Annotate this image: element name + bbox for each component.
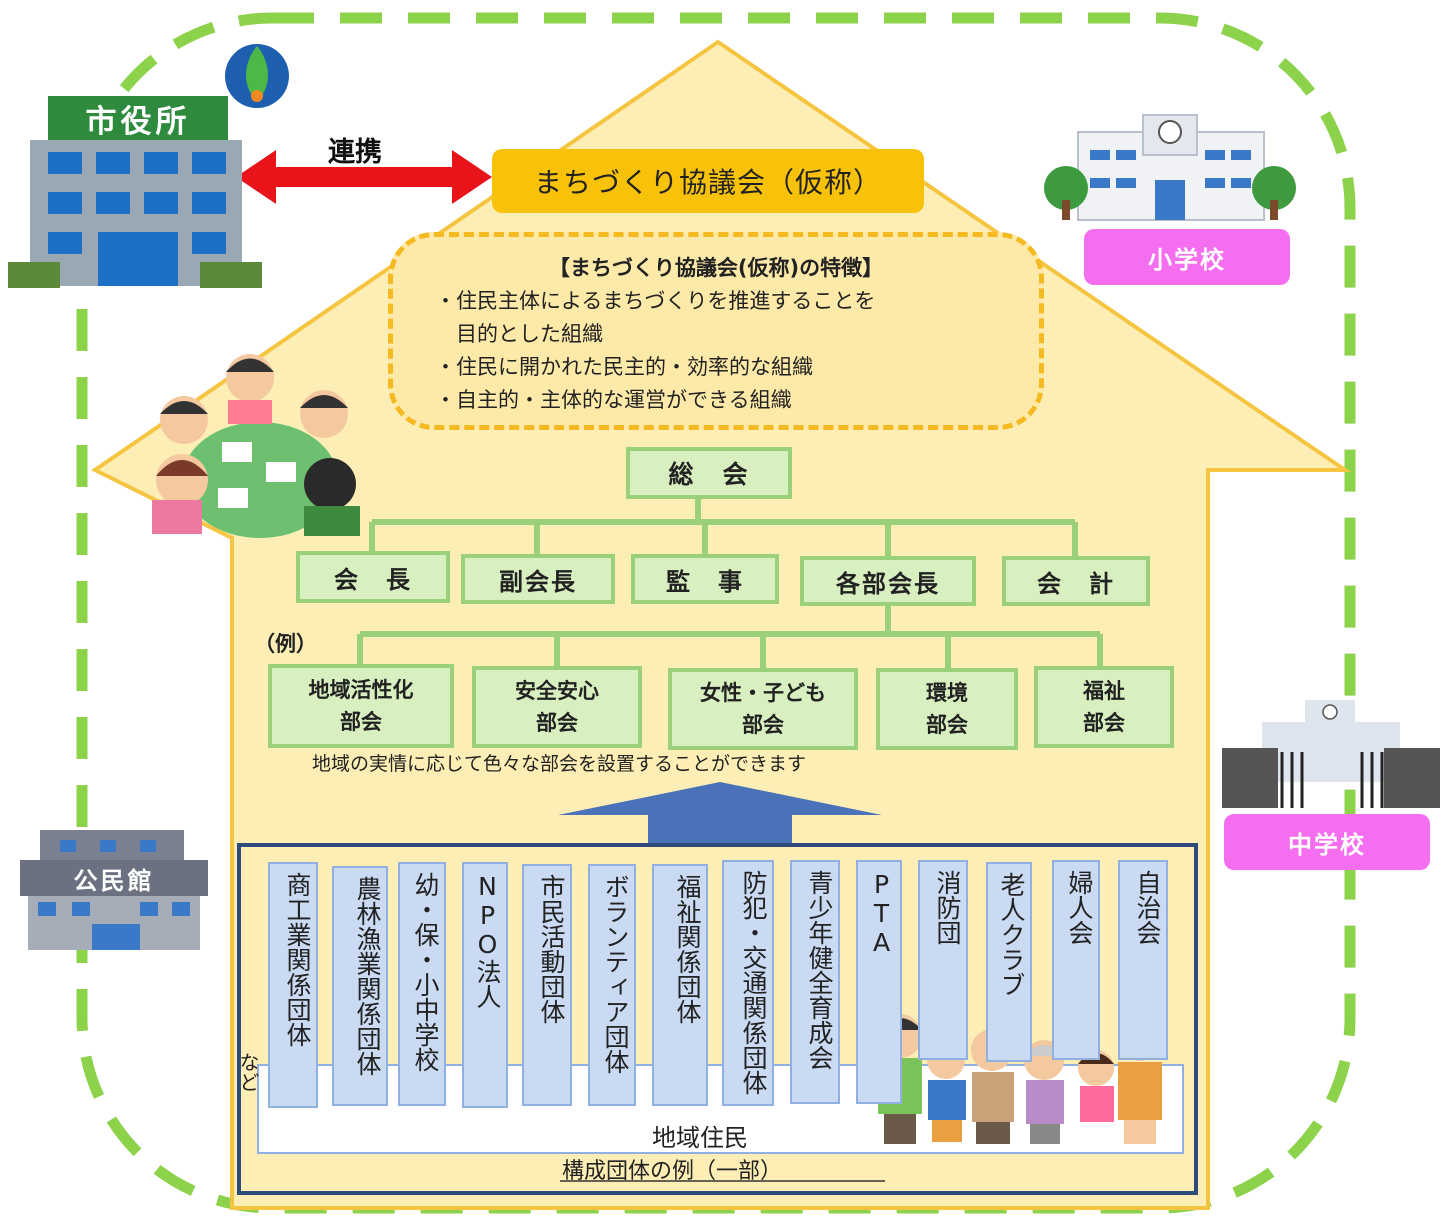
city-emblem-icon	[225, 44, 289, 108]
city-hall-illustration	[8, 96, 262, 288]
committee-box-welfare: 福祉 部会	[1034, 666, 1174, 748]
member-group-column: PTA	[856, 860, 902, 1104]
feature-item: ・自主的・主体的な運営ができる組織	[435, 388, 792, 412]
committee-box-regional-revitalization: 地域活性化 部会	[268, 664, 454, 748]
feature-item: 目的とした組織	[435, 322, 603, 346]
committee-box-environment: 環境 部会	[876, 668, 1018, 750]
meeting-people-illustration	[152, 354, 360, 538]
community-center-illustration	[20, 830, 208, 950]
officer-box-treasurer: 会 計	[1002, 556, 1150, 606]
committee-name: 女性・子ども	[700, 681, 826, 705]
member-group-column: 自治会	[1118, 860, 1168, 1060]
member-group-column: 福祉関係団体	[652, 864, 708, 1106]
features-box: 【まちづくり協議会(仮称)の特徴】 ・住民主体によるまちづくりを推進することを …	[388, 232, 1044, 430]
city-hall-sign: 市役所	[85, 103, 191, 140]
member-group-column: 青少年健全育成会	[790, 860, 840, 1104]
member-group-column: 市民活動団体	[522, 864, 572, 1106]
up-arrow-icon	[558, 782, 882, 845]
committee-suffix: 部会	[926, 713, 968, 737]
org-connectors	[357, 497, 1103, 670]
member-group-column: 消防団	[918, 860, 968, 1060]
committee-suffix: 部会	[1083, 711, 1125, 735]
nado-label: など	[236, 1052, 260, 1092]
junior-high-school-label: 中学校	[1224, 814, 1430, 870]
member-group-column: 婦人会	[1052, 860, 1100, 1060]
member-group-column: ボランティア団体	[588, 864, 636, 1106]
committee-name: 地域活性化	[308, 678, 414, 702]
general-meeting-box: 総 会	[626, 447, 792, 499]
committee-suffix: 部会	[536, 711, 578, 735]
renkei-label: 連携	[328, 137, 382, 168]
residents-label: 地域住民	[652, 1124, 748, 1152]
committee-box-safety: 安全安心 部会	[472, 666, 642, 748]
members-caption: 構成団体の例（一部）	[562, 1159, 783, 1184]
member-group-column: 商工業関係団体	[268, 862, 318, 1108]
example-label: （例）	[254, 632, 317, 656]
committee-name: 安全安心	[515, 679, 599, 703]
officer-box-committee-chairs: 各部会長	[800, 556, 976, 606]
junior-high-school-illustration	[1222, 700, 1440, 808]
community-center-sign: 公民館	[73, 866, 155, 895]
committee-name: 環境	[926, 681, 968, 705]
member-group-column: 幼・保・小中学校	[398, 862, 446, 1106]
member-group-column: 防犯・交通関係団体	[722, 860, 774, 1106]
elementary-school-illustration	[1044, 114, 1296, 221]
council-title: まちづくり協議会（仮称）	[533, 166, 882, 199]
officer-box-auditor: 監 事	[631, 554, 779, 604]
officer-box-vice-president: 副会長	[461, 554, 615, 604]
officer-box-president: 会 長	[296, 551, 450, 603]
elementary-school-label: 小学校	[1084, 229, 1290, 285]
committee-name: 福祉	[1083, 679, 1125, 703]
committee-note: 地域の実情に応じて色々な部会を設置することができます	[312, 753, 807, 775]
feature-item: ・住民に開かれた民主的・効率的な組織	[435, 355, 813, 379]
committee-suffix: 部会	[742, 713, 784, 737]
committee-box-women-children: 女性・子ども 部会	[668, 668, 858, 750]
features-heading: 【まちづくり協議会(仮称)の特徴】	[548, 256, 884, 280]
council-title-box: まちづくり協議会（仮称）	[492, 149, 924, 213]
renkei-arrow-icon	[236, 150, 492, 204]
member-group-column: 老人クラブ	[986, 862, 1032, 1062]
member-group-column: 農林漁業関係団体	[332, 866, 388, 1106]
member-group-column: NPO法人	[462, 862, 508, 1108]
committee-suffix: 部会	[340, 710, 382, 734]
feature-item: ・住民主体によるまちづくりを推進することを	[435, 289, 876, 313]
